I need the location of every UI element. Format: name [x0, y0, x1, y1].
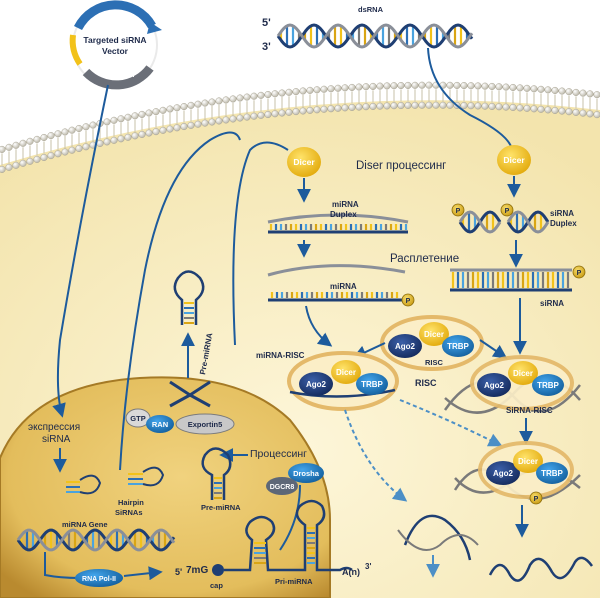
mirna-gene-helix — [16, 528, 176, 552]
processing-label: Процессинг — [250, 448, 307, 460]
target-p: P — [534, 496, 539, 503]
expression-label-1: экспрессия — [28, 422, 80, 433]
sirna-label: siRNA — [540, 299, 564, 308]
nuclear-pore — [169, 380, 211, 408]
risc-inner-label: RISC — [425, 358, 444, 367]
exportin-label: Exportin5 — [188, 420, 223, 429]
rna-pol-ii: RNA Pol-II — [75, 569, 123, 587]
polya-3prime: 3' — [365, 562, 371, 571]
risc-complex: Ago2 Dicer TRBP RISC — [380, 315, 484, 371]
sirna-duplex-p2: P — [505, 208, 510, 215]
expression-label-2: siRNA — [42, 434, 71, 445]
sirna-risc-complex: Ago2 Dicer TRBP SiRNA-RISC — [443, 355, 581, 415]
risc-dicer-label: Dicer — [424, 330, 444, 339]
sirna-duplex-p1: P — [456, 208, 461, 215]
cap-5prime: 5' — [175, 567, 182, 577]
cap-7mg: 7mG — [186, 565, 208, 576]
gtp-label: GTP — [130, 414, 145, 423]
mirna-risc-trbp-label: TRBP — [361, 380, 383, 389]
sirna-vector-plasmid: Sense Targeted siRNA Vector Neo/Kan — [69, 0, 162, 90]
cleaved-mrna — [488, 556, 594, 582]
mirna-duplex: miRNA Duplex — [267, 200, 409, 234]
sirna-duplex-label2: Duplex — [550, 219, 577, 228]
dsrna-entry-line — [427, 47, 513, 151]
sirna-duplex-label1: siRNA — [550, 209, 574, 218]
dsrna-helix: 5' 3' dsRNA — [262, 5, 474, 53]
mirna-strand: P miRNA — [267, 264, 415, 307]
cyto-pre-mirna-hairpin — [173, 270, 205, 325]
arrow-to-pri-mirna — [123, 566, 163, 581]
exportin-complex: GTP RAN Exportin5 — [125, 408, 235, 435]
sirna-risc-label: SiRNA-RISC — [506, 406, 553, 415]
target-ago2-label: Ago2 — [493, 469, 514, 478]
dicer-label-left: Dicer — [293, 157, 315, 167]
vector-import-arrow — [52, 84, 109, 418]
risc-ago2-label: Ago2 — [395, 342, 416, 351]
vector-sense-label: Sense — [109, 18, 133, 27]
dicer-label-right: Dicer — [503, 155, 525, 165]
sirna-risc-ago2-label: Ago2 — [484, 381, 505, 390]
hairpin-export-line — [119, 131, 241, 471]
nuclear-hairpins: Hairpin SiRNAs — [66, 466, 165, 517]
ran-label: RAN — [152, 420, 168, 429]
target-cleavage-complex: Ago2 Dicer TRBP P — [453, 441, 581, 505]
sirna-risc-trbp-label: TRBP — [537, 381, 559, 390]
repressed-mrna — [397, 514, 479, 578]
mirna-risc-dicer-label: Dicer — [336, 368, 356, 377]
risc-label: RISC — [415, 378, 437, 388]
mirna-duplex-label2: Duplex — [330, 210, 357, 219]
mirna-risc-to-mrna-dashed — [344, 409, 408, 502]
mirna-gene-label: miRNA Gene — [62, 520, 108, 529]
dicer-sirna: Dicer — [497, 145, 531, 175]
vector-title-line2: Vector — [102, 46, 129, 56]
unwinding-label: Расплетение — [390, 253, 459, 265]
dicer-mirna: Dicer — [287, 147, 321, 177]
mirna-p: P — [406, 298, 411, 305]
drosha-to-pri-mirna-line — [279, 484, 301, 551]
vector-title-line1: Targeted siRNA — [83, 35, 146, 45]
dsrna-5prime: 5' — [262, 17, 271, 29]
cap-label: cap — [210, 581, 223, 590]
rna-pol-label: RNA Pol-II — [82, 576, 116, 583]
vector-neo-label: Neo/Kan — [104, 70, 135, 79]
dgcr8-label: DGCR8 — [270, 484, 295, 491]
pre-mirna-label: Pre-miRNA — [201, 503, 241, 512]
arrow-to-mirna-risc — [305, 305, 333, 347]
nuclear-pre-mirna: Pre-miRNA — [201, 447, 241, 512]
pre-mirna-to-dicer-line — [232, 141, 289, 346]
dsrna-label: dsRNA — [358, 5, 384, 14]
drosha-label: Drosha — [293, 469, 320, 478]
dsrna-3prime: 3' — [262, 41, 271, 53]
mirna-risc-label: miRNA-RISC — [256, 351, 305, 360]
mirna-label: miRNA — [330, 282, 357, 291]
mirna-risc-ago2-label: Ago2 — [306, 380, 327, 389]
sirna-strand: P siRNA — [450, 265, 586, 308]
mirna-risc-complex: Ago2 Dicer TRBP — [287, 351, 399, 411]
pri-mirna-label: Pri-miRNA — [275, 577, 313, 586]
arrow-risc-to-sirna-risc — [479, 339, 508, 359]
polya-label: A(n) — [342, 567, 360, 577]
sirna-duplex: P P siRNA Duplex — [451, 203, 577, 234]
diser-processing-label: Diser процессинг — [356, 160, 446, 172]
hairpin-label-1: Hairpin — [118, 498, 144, 507]
pri-mirna: 5' 7mG cap Pri-miRNA A(n) 3' — [175, 499, 371, 590]
hairpin-label-2: SiRNAs — [115, 508, 143, 517]
drosha-complex: Drosha DGCR8 — [266, 463, 324, 495]
sirna-risc-dicer-label: Dicer — [513, 369, 533, 378]
cell-membrane — [0, 81, 600, 173]
mirna-duplex-label1: miRNA — [332, 200, 359, 209]
risc-trbp-label: TRBP — [447, 342, 469, 351]
target-trbp-label: TRBP — [541, 469, 563, 478]
target-dicer-label: Dicer — [518, 457, 538, 466]
sirna-p: P — [577, 270, 582, 277]
